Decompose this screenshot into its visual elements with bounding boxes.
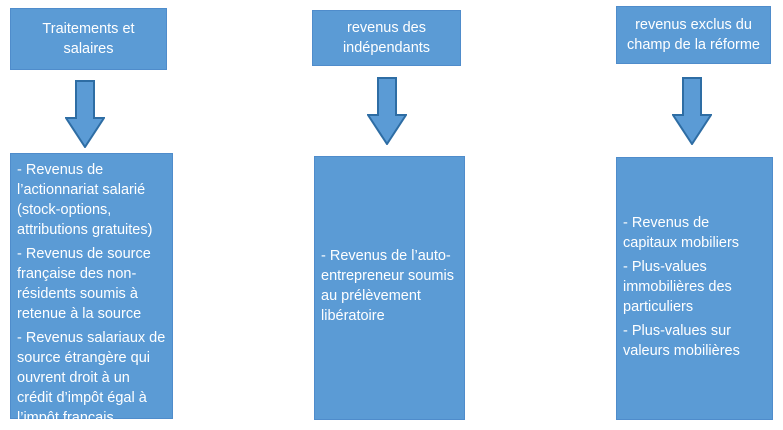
- list-item: - Plus-values immobilières des particuli…: [623, 258, 732, 315]
- header-box-exclus: revenus exclus du champ de la réforme: [616, 6, 771, 64]
- detail-box-salaries: - Revenus de l’actionnariat salarié (sto…: [10, 153, 173, 426]
- list-item: - Revenus de l’actionnariat salarié (sto…: [17, 162, 153, 238]
- arrow-down-icon: [367, 77, 407, 145]
- detail-box-exclus: - Revenus de capitaux mobiliers - Plus-v…: [616, 157, 773, 420]
- detail-box-independants: - Revenus de l’auto-entrepreneur soumis …: [314, 156, 465, 420]
- arrow-down-icon: [65, 80, 105, 148]
- header-label: revenus exclus du champ de la réforme: [627, 17, 760, 53]
- list-item: - Revenus de source française des non-ré…: [17, 246, 151, 322]
- arrow-down-icon: [672, 77, 712, 145]
- list-item: - Plus-values sur valeurs mobilières: [623, 322, 740, 359]
- list-item: - Revenus salariaux de source étrangère …: [17, 330, 166, 426]
- header-box-independants: revenus des indépendants: [312, 10, 461, 66]
- list-item: - Revenus de capitaux mobiliers: [623, 214, 740, 251]
- header-box-salaries: Traitements et salaires: [10, 8, 167, 70]
- header-label: Traitements et salaires: [42, 21, 135, 57]
- header-label: revenus des indépendants: [342, 20, 431, 56]
- list-item: - Revenus de l’auto-entrepreneur soumis …: [321, 248, 454, 324]
